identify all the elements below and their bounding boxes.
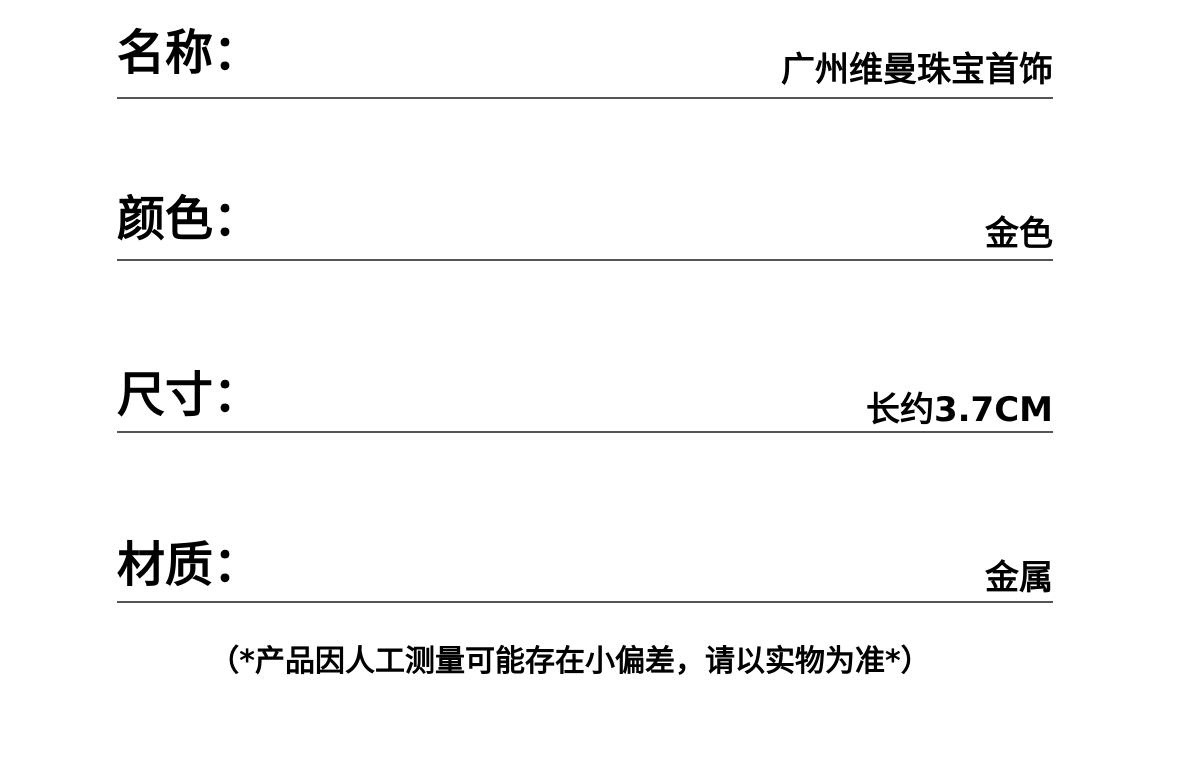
spec-value-color: 金色 (985, 214, 1053, 254)
spec-row-material: 材质： 金属 (117, 541, 1053, 603)
spec-label-color: 颜色： (117, 191, 262, 247)
spec-value-material: 金属 (985, 558, 1053, 598)
spec-label-size: 尺寸： (117, 367, 262, 423)
spec-row-name: 名称： 广州维曼珠宝首饰 (117, 29, 1053, 99)
spec-label-material: 材质： (117, 537, 262, 593)
measurement-disclaimer: （*产品因人工测量可能存在小偏差，请以实物为准*） (209, 644, 931, 679)
spec-row-color: 颜色： 金色 (117, 195, 1053, 261)
spec-value-name: 广州维曼珠宝首饰 (781, 50, 1053, 90)
spec-row-size: 尺寸： 长约3.7CM (117, 371, 1053, 433)
spec-value-size: 长约3.7CM (865, 390, 1053, 430)
spec-label-name: 名称： (117, 25, 262, 81)
